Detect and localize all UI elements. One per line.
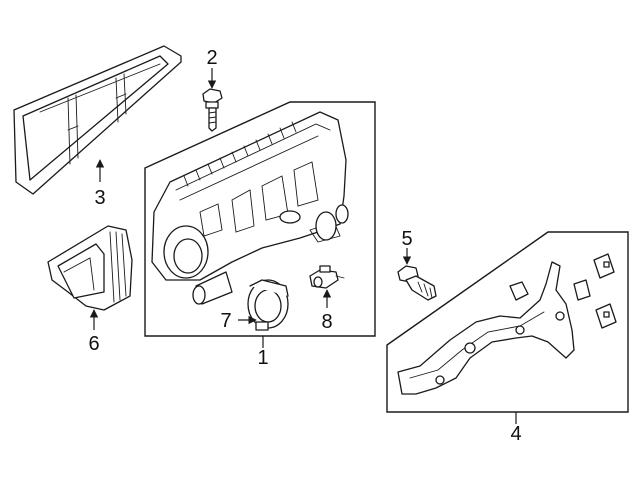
air-cleaner-housing[interactable] (151, 111, 349, 305)
assembly-frame-1 (144, 101, 376, 337)
support-bracket[interactable] (397, 253, 617, 395)
callout-6: 6 (88, 333, 99, 355)
bolt-5[interactable] (397, 265, 437, 301)
callout-2: 2 (206, 47, 217, 69)
callout-1: 1 (257, 347, 268, 369)
sensor-8[interactable] (309, 265, 345, 289)
callout-5: 5 (401, 228, 412, 250)
callout-7: 7 (220, 310, 231, 332)
callout-8: 8 (321, 311, 332, 333)
intake-clamp-7[interactable] (247, 279, 289, 331)
intake-duct[interactable] (47, 225, 133, 311)
assembly-frame-4 (386, 231, 629, 413)
callout-3: 3 (94, 187, 105, 209)
callout-4: 4 (510, 423, 521, 445)
air-filter-element[interactable] (13, 45, 182, 195)
bolt-2[interactable] (202, 88, 223, 132)
